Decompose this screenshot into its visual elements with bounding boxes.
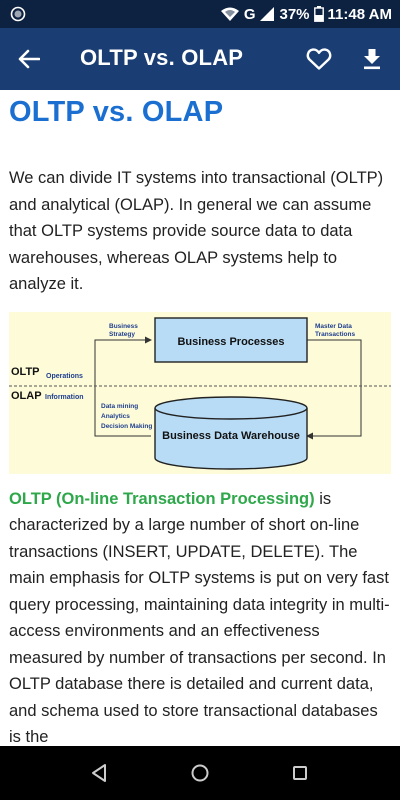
nav-back-button[interactable]	[84, 760, 114, 786]
operations-label: Operations	[46, 373, 83, 380]
olap-label: OLAP	[11, 390, 42, 402]
business-strategy-label-2: Strategy	[109, 331, 135, 338]
network-type: G	[243, 5, 256, 23]
battery-icon	[313, 6, 324, 22]
battery-level: 37%	[279, 5, 310, 23]
signal-icon	[259, 6, 275, 22]
oltp-description: is characterized by a large number of sh…	[9, 489, 390, 747]
page-heading: OLTP vs. OLAP	[9, 96, 224, 128]
home-circle-icon	[191, 764, 209, 782]
app-bar: OLTP vs. OLAP	[0, 28, 400, 90]
status-bar: G 37% 11:48 AM	[0, 0, 400, 28]
connector-right-down	[306, 339, 362, 439]
warehouse-label: Business Data Warehouse	[162, 430, 300, 442]
business-processes-label: Business Processes	[177, 336, 284, 348]
favorite-button[interactable]	[303, 45, 335, 73]
navigation-bar	[0, 746, 400, 800]
clock: 11:48 AM	[327, 5, 392, 23]
recents-square-icon	[293, 766, 307, 780]
oltp-olap-diagram: Business Processes Business Data Warehou…	[9, 311, 391, 474]
analytics-label: Analytics	[101, 413, 130, 420]
warehouse-cylinder	[154, 395, 308, 470]
back-arrow-icon	[18, 49, 40, 69]
notification-icon	[10, 6, 26, 22]
oltp-label: OLTP	[11, 366, 40, 378]
back-triangle-icon	[92, 764, 106, 782]
information-label: Information	[45, 394, 84, 401]
wifi-icon	[220, 6, 240, 22]
oltp-term-link[interactable]: OLTP (On-line Transaction Processing)	[9, 489, 315, 508]
connector-left-up	[94, 336, 152, 436]
nav-recents-button[interactable]	[285, 760, 315, 786]
master-data-label-1: Master Data	[315, 323, 352, 330]
oltp-paragraph: OLTP (On-line Transaction Processing) is…	[9, 486, 391, 747]
download-icon	[364, 49, 380, 70]
nav-home-button[interactable]	[185, 760, 215, 786]
article-content[interactable]: OLTP vs. OLAP We can divide IT systems i…	[0, 90, 400, 746]
business-processes-box	[154, 316, 308, 363]
download-button[interactable]	[357, 44, 387, 74]
data-mining-label: Data mining	[101, 403, 138, 410]
app-title: OLTP vs. OLAP	[80, 45, 244, 70]
heart-icon	[306, 48, 332, 70]
decision-making-label: Decision Making	[101, 423, 152, 430]
business-strategy-label-1: Business	[109, 323, 138, 330]
back-button[interactable]	[14, 45, 44, 73]
master-data-label-2: Transactions	[315, 331, 355, 338]
intro-paragraph: We can divide IT systems into transactio…	[9, 169, 384, 293]
